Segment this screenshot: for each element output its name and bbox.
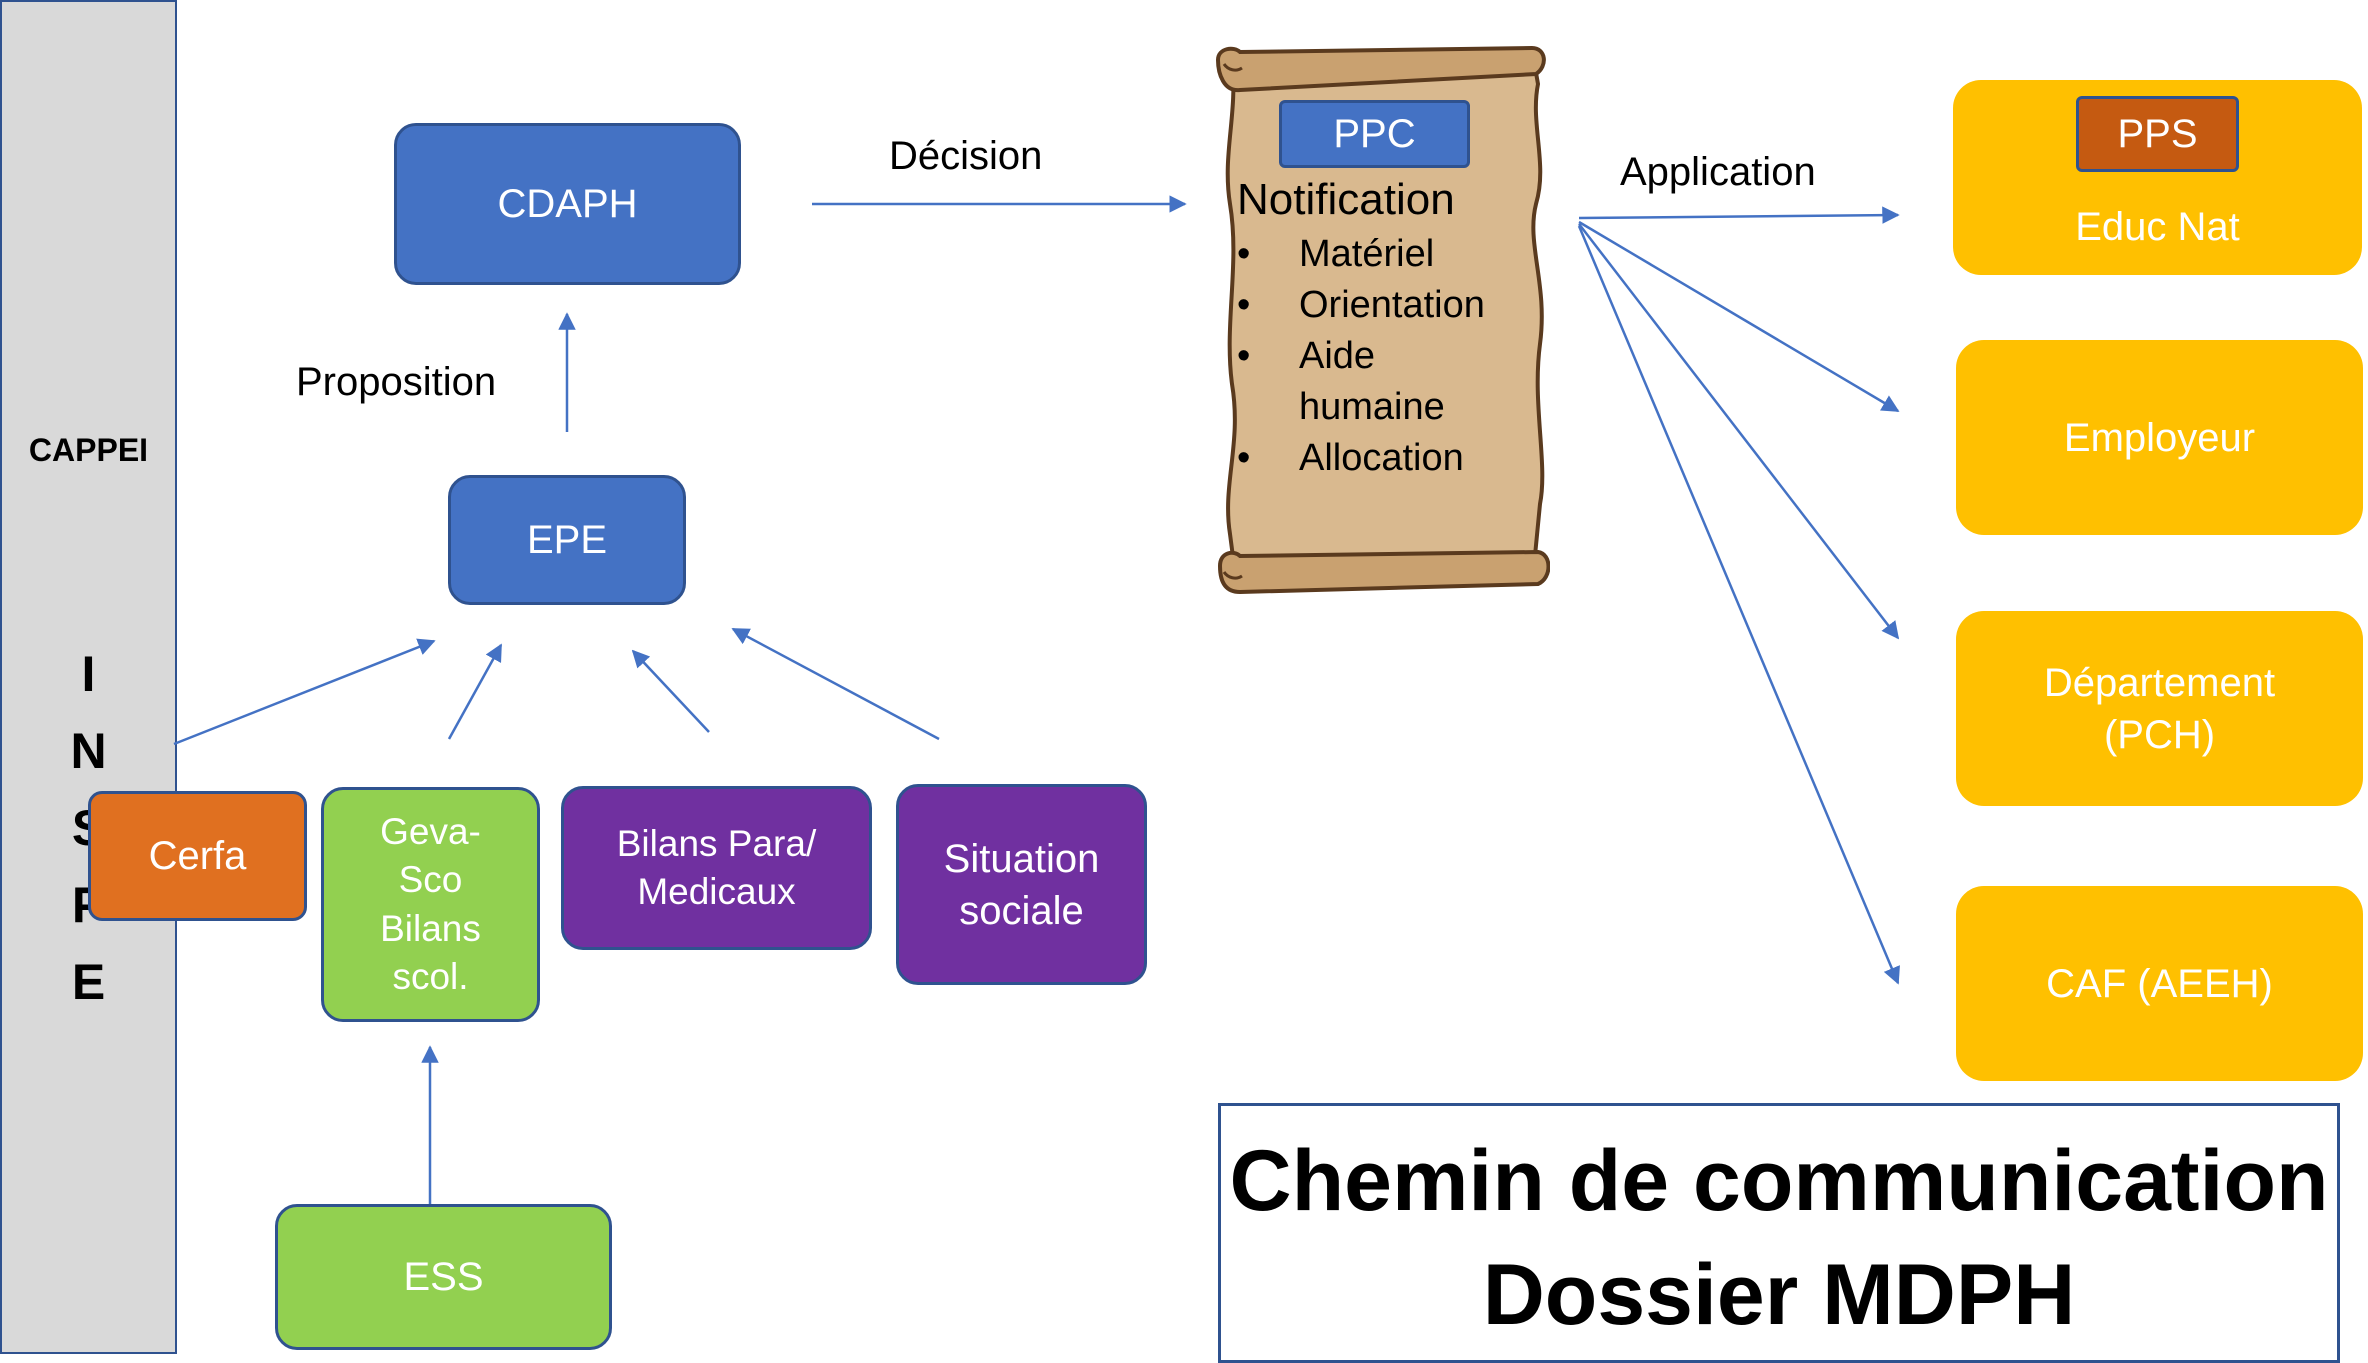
notification-item-continued: humaine [1299,386,1445,428]
target-employeur: Employeur [1956,340,2363,535]
notification-item: •Allocation [1237,437,1464,479]
label-decision: Décision [889,134,1043,178]
ppc-badge: PPC [1279,100,1470,168]
sidebar-heading: CAPPEI [28,432,149,468]
node-cdaph: CDAPH [394,123,741,285]
arrow-ppc-to-educnat [1578,206,1900,224]
pps-badge: PPS [2076,96,2239,172]
title-line-2: Dossier MDPH [1482,1247,2076,1343]
notification-title: Notification [1237,175,1455,224]
notification-list: •Matériel •Orientation •Aide humaine •Al… [1237,229,1537,484]
target-departement: Département (PCH) [1956,611,2363,806]
title-frame: Chemin de communication Dossier MDPH [1218,1103,2340,1363]
notification-block: Notification •Matériel •Orientation •Aid… [1237,175,1537,484]
node-geva-sco: Geva- Sco Bilans scol. [321,787,540,1022]
arrow-cerfa-to-epe [173,638,436,746]
arrow-ppc-to-employeur [1578,220,1900,413]
target-caf: CAF (AEEH) [1956,886,2363,1081]
notification-item: •Aide [1237,335,1376,377]
arrow-bilans-to-epe [631,649,710,733]
node-bilans: Bilans Para/ Medicaux [561,786,872,950]
notification-item: •Orientation [1237,284,1485,326]
arrow-geva-to-epe [447,643,503,740]
node-epe: EPE [448,475,686,605]
label-application: Application [1620,150,1816,194]
sidebar-panel [0,0,177,1354]
scroll-parchment [1215,45,1550,595]
label-proposition: Proposition [296,360,497,404]
notification-item: •Matériel [1237,233,1435,275]
node-ess: ESS [275,1204,612,1350]
node-situation: Situation sociale [896,784,1147,985]
title-line-1: Chemin de communication [1229,1133,2329,1229]
node-cerfa: Cerfa [88,791,307,921]
arrow-ppc-to-departement [1578,223,1900,640]
arrow-ppc-to-caf [1577,225,1900,985]
arrow-situation-to-epe [731,627,940,741]
